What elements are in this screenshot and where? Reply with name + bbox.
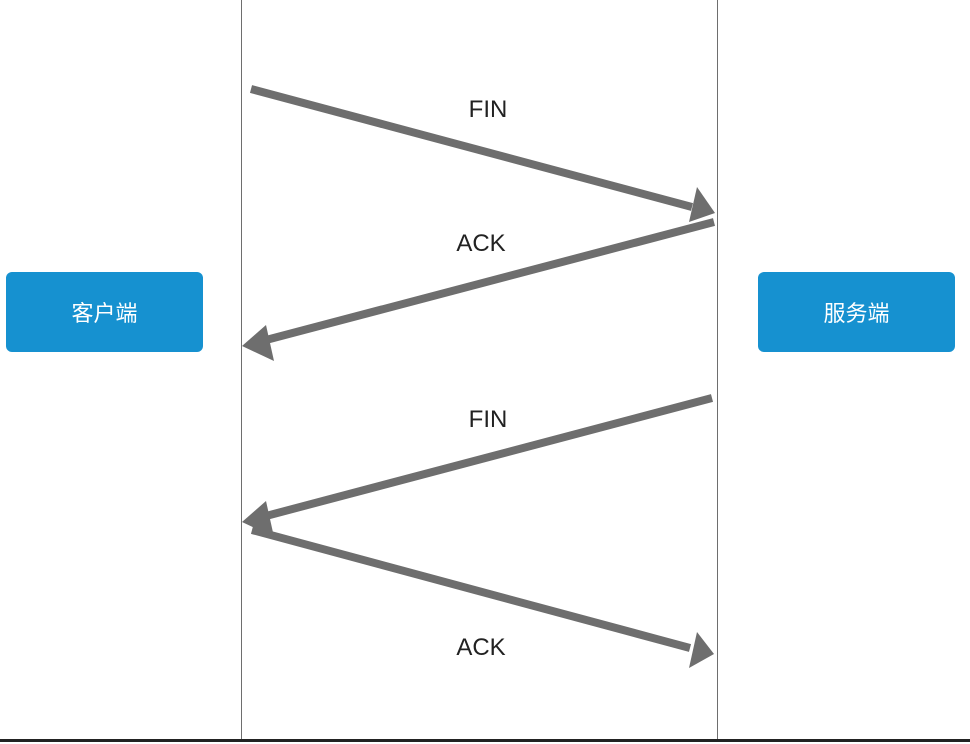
fin-arrowhead-1 (689, 187, 715, 222)
message-label-ack-1: ACK (456, 230, 506, 257)
client-lifeline (241, 0, 242, 740)
server-label: 服务端 (823, 302, 890, 327)
fin-arrowhead-2 (242, 501, 274, 537)
message-label-fin-1: FIN (468, 96, 508, 123)
message-label-ack-2: ACK (456, 634, 506, 661)
ack-arrowhead-2 (689, 632, 714, 668)
ack-arrow-2 (250, 526, 692, 652)
fin-arrow-1 (249, 85, 694, 211)
client-label: 客户端 (71, 302, 138, 327)
server-node: 服务端 (758, 272, 955, 352)
ack-arrowhead-1 (242, 325, 274, 361)
message-label-fin-2: FIN (468, 406, 508, 433)
ack-arrow-1 (264, 218, 716, 344)
server-lifeline (717, 0, 718, 740)
fin-arrow-2 (264, 394, 714, 520)
bottom-divider (0, 739, 970, 742)
client-node: 客户端 (6, 272, 203, 352)
